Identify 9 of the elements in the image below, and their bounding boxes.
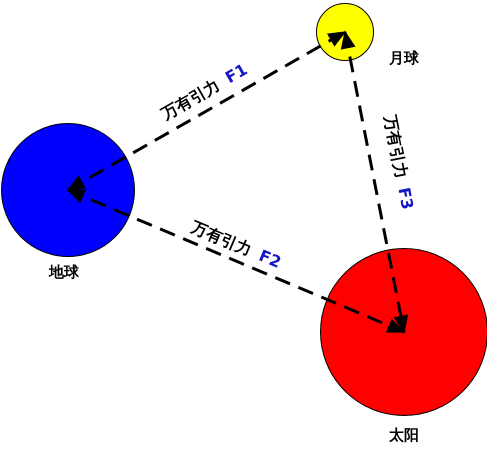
- planet-label: 太阳: [389, 426, 419, 445]
- force-arrow: [66, 188, 406, 334]
- edge-label: 万有引力 F2: [187, 216, 285, 274]
- edge-label: 万有引力 F1: [157, 58, 252, 126]
- force-arrow: [66, 30, 346, 192]
- edge-label: 万有引力 F3: [379, 112, 418, 213]
- planet-label: 月球: [389, 49, 419, 68]
- planet-label: 地球: [49, 263, 79, 282]
- force-arrow: [340, 30, 408, 334]
